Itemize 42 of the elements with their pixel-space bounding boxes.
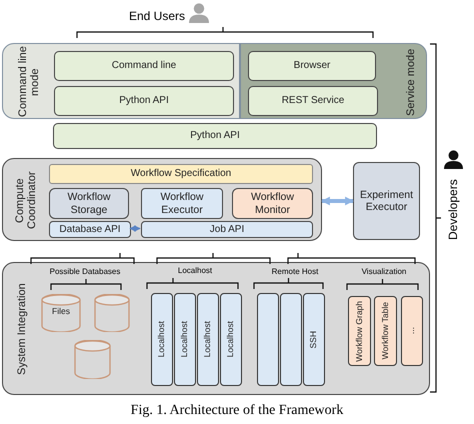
host-bar [257, 293, 279, 386]
group-label: Remote Host [270, 266, 320, 276]
host-bar: Localhost [197, 293, 219, 386]
panel-title: Compute Coordinator [12, 170, 39, 232]
layer-panel [2, 43, 240, 119]
component-box: Job API [141, 221, 313, 238]
end-users-label: End Users [128, 8, 186, 24]
component-box: Workflow Monitor [232, 188, 313, 219]
component-box: Experiment Executor [353, 162, 420, 240]
database-cylinder [94, 294, 130, 332]
arrow [321, 196, 354, 206]
component-box: Command line [54, 51, 234, 81]
component-box: Database API [49, 221, 131, 238]
group-label: Localhost [176, 265, 214, 275]
developers-label: Developers [445, 178, 461, 242]
component-box: Python API [54, 86, 234, 116]
host-bar [280, 293, 302, 386]
layer-panel [2, 262, 430, 395]
panel-title: Command line mode [16, 46, 42, 120]
component-box: Workflow Executor [141, 188, 223, 219]
figure-caption: Fig. 1. Architecture of the Framework [130, 403, 344, 419]
database-cylinder [74, 340, 111, 379]
host-bar: Localhost [174, 293, 196, 386]
layer-panel [240, 43, 427, 119]
view-bar: Workflow Table [374, 296, 397, 366]
view-bar: ... [401, 296, 423, 366]
component-box: Workflow Specification [49, 164, 313, 184]
host-bar: SSH [303, 293, 325, 386]
component-box: REST Service [248, 86, 378, 116]
component-box: Browser [248, 51, 376, 81]
panel-title: System Integration [14, 282, 29, 378]
component-box: Workflow Storage [49, 188, 129, 219]
host-bar: Localhost [151, 293, 173, 386]
arrow [129, 225, 141, 232]
host-bar: Localhost [220, 293, 242, 386]
panel-title: Service mode [404, 47, 418, 118]
component-box: Python API [53, 123, 377, 149]
database-cylinder: Files [41, 294, 81, 332]
view-bar: Workflow Graph [348, 296, 371, 366]
layer-panel [2, 158, 322, 241]
group-label: Visualization [360, 266, 408, 276]
group-label: Possible Databases [48, 266, 122, 276]
